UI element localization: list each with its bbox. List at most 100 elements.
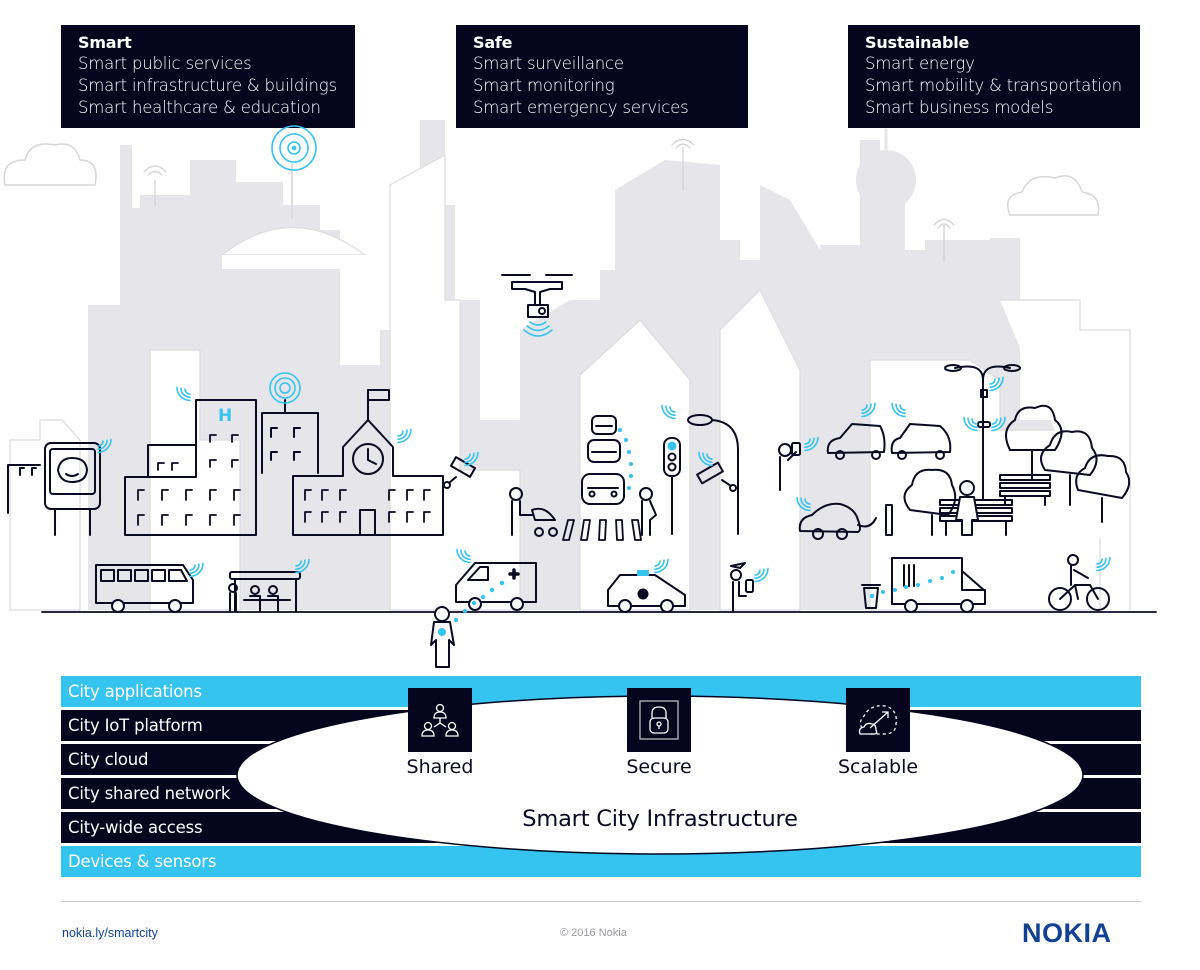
- wifi-arc: [456, 548, 471, 564]
- pillar-secure: Secure: [599, 688, 719, 778]
- wifi-arc: [991, 417, 1002, 429]
- safe-info-box: Safe Smart surveillance Smart monitoring…: [456, 25, 748, 128]
- wifi-arc: [189, 564, 196, 571]
- smartcity-link[interactable]: nokia.ly/smartcity: [62, 926, 158, 940]
- wifi-arc: [460, 549, 471, 561]
- city-illustration: H: [3, 120, 1157, 668]
- wifi-arc: [397, 429, 408, 441]
- antenna-icon: [933, 218, 955, 263]
- wifi-arc: [176, 386, 191, 402]
- wifi-arc: [891, 402, 906, 418]
- sustainable-title: Sustainable: [865, 33, 970, 52]
- sustainable-item: Smart business models: [865, 98, 1054, 117]
- pillar-scalable: Scalable: [818, 688, 938, 778]
- wifi-arc: [895, 403, 906, 415]
- wifi-arc: [989, 376, 1004, 392]
- garbage-truck-icon: [891, 557, 986, 613]
- smart-info-box: Smart Smart public services Smart infras…: [61, 25, 355, 128]
- wifi-arc: [754, 567, 769, 583]
- layer-label: City applications: [68, 682, 202, 701]
- connection-dots: [618, 428, 633, 490]
- clock-icon: [352, 443, 384, 475]
- office-building: [261, 399, 319, 474]
- smart-title: Smart: [78, 33, 132, 52]
- tree-icon: [1040, 430, 1098, 506]
- safe-item: Smart surveillance: [473, 54, 624, 73]
- layer-label: Devices & sensors: [68, 852, 217, 871]
- wifi-arc: [754, 568, 765, 580]
- layer-devices-sensors: Devices & sensors: [61, 846, 1141, 877]
- sustainable-item: Smart energy: [865, 54, 975, 73]
- wifi-arc: [97, 439, 108, 451]
- pedestrian-icon: [955, 480, 979, 536]
- drone-icon: [501, 274, 573, 318]
- wearable-person-icon: [430, 606, 455, 668]
- wifi-arc: [698, 451, 713, 467]
- crosswalk: [562, 519, 642, 541]
- wifi-arc: [991, 416, 1006, 432]
- layer-label: City shared network: [68, 784, 231, 803]
- wifi-arc: [804, 437, 815, 449]
- bus-stop-icon: [228, 571, 301, 612]
- nokia-logo: NOKIA: [1022, 918, 1112, 948]
- pillar-shared: Shared: [380, 688, 500, 778]
- school-icon: [292, 389, 444, 536]
- layer-label: City-wide access: [68, 818, 203, 837]
- wifi-arc: [804, 438, 811, 445]
- wifi-arc: [1096, 558, 1103, 565]
- wifi-arc: [989, 377, 1000, 389]
- wifi-arc: [971, 418, 978, 425]
- sustainable-item: Smart mobility & transportation: [865, 76, 1122, 95]
- car-icon: [890, 423, 952, 460]
- wifi-arc: [654, 560, 661, 567]
- tv-tower: [856, 150, 916, 210]
- wifi-arc: [397, 428, 412, 444]
- wifi-arc: [804, 436, 819, 452]
- hospital-letter: H: [218, 406, 232, 426]
- antenna-signal-icon: [269, 372, 301, 404]
- wifi-arc: [295, 559, 306, 571]
- wifi-arc: [963, 416, 978, 432]
- wifi-arc: [464, 453, 471, 460]
- wifi-arc: [295, 560, 302, 567]
- car-icon: [581, 473, 625, 505]
- skyline-foreground: [9, 154, 1131, 611]
- kiosk-icon: [7, 442, 101, 536]
- pillar-label: Secure: [626, 756, 692, 778]
- pillar-label: Scalable: [837, 756, 919, 778]
- smart-item: Smart public services: [78, 54, 252, 73]
- antenna-icon: [671, 138, 695, 191]
- wifi-arc: [796, 496, 811, 512]
- wifi-arc: [464, 452, 475, 464]
- cloud-icon: [1007, 175, 1100, 216]
- people-network-icon: [408, 688, 472, 752]
- wifi-arc: [397, 430, 404, 437]
- safe-item: Smart monitoring: [473, 76, 615, 95]
- layer-label: City cloud: [68, 750, 149, 769]
- wifi-arc: [991, 418, 998, 425]
- police-car-icon: [607, 570, 686, 613]
- wifi-arc: [861, 402, 876, 418]
- bus-icon: [95, 564, 194, 613]
- wifi-arc: [661, 404, 676, 420]
- wifi-arc: [989, 378, 996, 385]
- park-bench-icon: [999, 474, 1051, 506]
- pillar-label: Shared: [406, 756, 474, 778]
- antenna-icon: [143, 165, 167, 206]
- wifi-arc: [180, 387, 191, 399]
- wifi-arc: [702, 452, 713, 464]
- wifi-arc: [464, 451, 479, 467]
- wifi-signal-icon: [97, 376, 1111, 583]
- traffic-light-icon: [663, 437, 681, 535]
- wifi-arc: [295, 558, 310, 574]
- wifi-arc: [1096, 556, 1111, 572]
- wifi-arc: [189, 563, 200, 575]
- cloud-scale-icon: [846, 688, 910, 752]
- car-icon: [826, 423, 886, 460]
- connection-dots: [453, 580, 505, 623]
- wifi-arc: [97, 438, 112, 454]
- smart-item: Smart infrastructure & buildings: [78, 76, 337, 95]
- wifi-arc: [189, 562, 204, 578]
- safe-title: Safe: [473, 33, 513, 52]
- police-officer-icon: [730, 562, 754, 612]
